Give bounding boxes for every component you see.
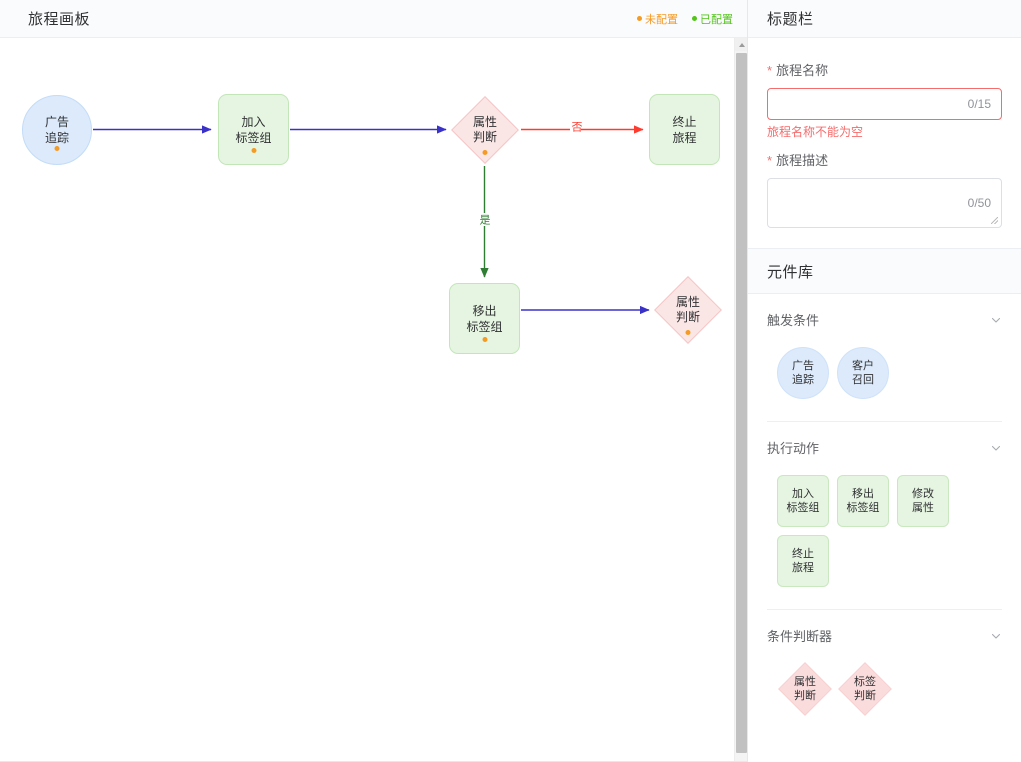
chevron-down-icon[interactable] <box>990 314 1002 326</box>
chevron-down-icon[interactable] <box>990 630 1002 642</box>
library-item-label-line1: 客户 <box>852 360 874 372</box>
library-item-label-line2: 标签组 <box>786 502 820 514</box>
library-group-title-actions: 执行动作 <box>767 441 820 456</box>
library-item-label-line1: 属性 <box>794 676 816 688</box>
library-items-triggers: 广告 追踪 客户 召回 <box>767 333 1002 421</box>
status-dot-unconfigured-icon <box>637 16 642 21</box>
edge-label-no: 否 <box>570 120 582 133</box>
flow-node-label-line2: 标签组 <box>466 319 503 334</box>
node-status-dot-icon <box>685 330 691 335</box>
flow-node-ad-tracking[interactable]: 广告 追踪 <box>22 95 92 165</box>
flow-node-label-line2: 追踪 <box>44 131 69 145</box>
status-dot-configured-icon <box>692 16 697 21</box>
library-item-label-line1: 加入 <box>792 488 814 500</box>
flow-node-attribute-judge-2[interactable]: 属性 判断 <box>654 276 722 344</box>
library-group-header-triggers[interactable]: 触发条件 <box>767 310 1002 333</box>
canvas-header: 旅程画板 未配置 已配置 <box>0 0 747 38</box>
legend-label-configured: 已配置 <box>700 13 733 26</box>
library-item-label-line2: 判断 <box>854 690 876 702</box>
library-item-label-line2: 召回 <box>852 374 874 386</box>
status-legend: 未配置 已配置 <box>637 11 733 27</box>
canvas-pane: 旅程画板 未配置 已配置 <box>0 0 747 762</box>
library-group-triggers: 触发条件 广告 追踪 客户 召回 <box>767 294 1002 421</box>
scroll-up-arrow-icon[interactable] <box>735 38 747 51</box>
panel-header-title: 标题栏 <box>767 11 814 28</box>
library-items-actions: 加入 标签组 移出 标签组 修改 属性 终止 旅程 <box>767 461 1002 609</box>
node-status-dot-icon <box>251 148 256 153</box>
flow-node-label-line1: 属性 <box>675 295 700 309</box>
library-item-attribute-judge[interactable]: 属性 判断 <box>778 662 832 716</box>
side-panel: 标题栏 * 旅程名称 0/15 旅程名称不能为空 * 旅程描述 0/50 <box>747 0 1021 762</box>
library-item-end-journey[interactable]: 终止 旅程 <box>777 535 829 587</box>
library-item-label-line2: 属性 <box>912 502 934 514</box>
library-item-label-line2: 旅程 <box>792 562 814 574</box>
journey-name-label-text: 旅程名称 <box>776 63 829 78</box>
library-item-ad-tracking[interactable]: 广告 追踪 <box>777 347 829 399</box>
legend-item-unconfigured: 未配置 <box>637 11 678 27</box>
library-item-label-line2: 判断 <box>794 690 816 702</box>
library-item-modify-attribute[interactable]: 修改 属性 <box>897 475 949 527</box>
library-group-header-conditions[interactable]: 条件判断器 <box>767 626 1002 649</box>
library-item-label-line1: 移出 <box>852 488 874 500</box>
library-title: 元件库 <box>767 263 814 281</box>
library-item-label-line1: 标签 <box>854 676 876 688</box>
required-asterisk-icon: * <box>767 63 773 78</box>
journey-description-textarea-wrap[interactable]: 0/50 <box>767 178 1002 228</box>
library-group-conditions: 条件判断器 属性 判断 标签 判断 <box>767 609 1002 737</box>
journey-name-input[interactable] <box>768 89 1001 119</box>
journey-form: * 旅程名称 0/15 旅程名称不能为空 * 旅程描述 0/50 <box>748 38 1021 234</box>
node-status-dot-icon <box>54 146 60 151</box>
library-item-label-line1: 终止 <box>792 548 814 560</box>
chevron-down-icon[interactable] <box>990 442 1002 454</box>
library-items-conditions: 属性 判断 标签 判断 <box>767 649 1002 737</box>
flow-node-label-line1: 加入 <box>241 114 266 129</box>
library-item-remove-tag-group[interactable]: 移出 标签组 <box>837 475 889 527</box>
flow-node-label-line2: 判断 <box>675 310 700 324</box>
library-item-tag-judge[interactable]: 标签 判断 <box>838 662 892 716</box>
flow-node-label-line1: 移出 <box>472 303 497 318</box>
flow-node-label-line2: 旅程 <box>672 130 697 145</box>
edge-label-yes: 是 <box>478 213 490 226</box>
flow-node-add-tag-group[interactable]: 加入 标签组 <box>218 94 289 165</box>
library-item-label-line1: 广告 <box>792 360 814 372</box>
flow-node-label-line1: 广告 <box>44 115 69 129</box>
flow-node-remove-tag-group[interactable]: 移出 标签组 <box>449 283 520 354</box>
flow-node-label-line1: 终止 <box>672 114 697 129</box>
page-title: 旅程画板 <box>28 11 91 28</box>
library-group-title-conditions: 条件判断器 <box>767 629 833 644</box>
library-group-title-triggers: 触发条件 <box>767 313 820 328</box>
journey-description-label: * 旅程描述 <box>767 150 1002 169</box>
flow-edges <box>93 125 650 315</box>
required-asterisk-icon: * <box>767 153 773 168</box>
flow-canvas[interactable]: 否 是 广告 追踪 加入 标签组 属性 判断 <box>0 38 747 762</box>
library-header: 元件库 <box>748 248 1021 294</box>
flow-node-label-line2: 判断 <box>472 130 497 144</box>
node-status-dot-icon <box>482 150 488 155</box>
legend-label-unconfigured: 未配置 <box>645 13 678 26</box>
journey-description-textarea[interactable] <box>768 179 1001 227</box>
library-item-label-line2: 追踪 <box>792 374 814 386</box>
library-group-header-actions[interactable]: 执行动作 <box>767 438 1002 461</box>
library-group-actions: 执行动作 加入 标签组 移出 标签组 修改 <box>767 421 1002 609</box>
library-item-label-line1: 修改 <box>912 488 934 500</box>
flow-node-attribute-judge-1[interactable]: 属性 判断 <box>451 96 519 164</box>
journey-name-error-text: 旅程名称不能为空 <box>767 125 864 139</box>
canvas-vertical-scrollbar[interactable] <box>734 38 747 761</box>
journey-description-label-text: 旅程描述 <box>776 153 829 168</box>
legend-item-configured: 已配置 <box>692 11 733 27</box>
scrollbar-thumb[interactable] <box>736 53 747 753</box>
journey-name-input-wrap[interactable]: 0/15 <box>767 88 1002 120</box>
journey-name-label: * 旅程名称 <box>767 60 1002 79</box>
flow-node-label-line2: 标签组 <box>235 130 272 145</box>
library-body: 触发条件 广告 追踪 客户 召回 <box>748 294 1021 762</box>
library-item-customer-recall[interactable]: 客户 召回 <box>837 347 889 399</box>
panel-header: 标题栏 <box>748 0 1021 38</box>
flow-node-end-journey[interactable]: 终止 旅程 <box>649 94 720 165</box>
flow-canvas-inner: 否 是 广告 追踪 加入 标签组 属性 判断 <box>0 38 735 760</box>
node-status-dot-icon <box>482 337 487 342</box>
library-item-add-tag-group[interactable]: 加入 标签组 <box>777 475 829 527</box>
flow-node-label-line1: 属性 <box>472 115 497 129</box>
library-item-label-line2: 标签组 <box>846 502 880 514</box>
